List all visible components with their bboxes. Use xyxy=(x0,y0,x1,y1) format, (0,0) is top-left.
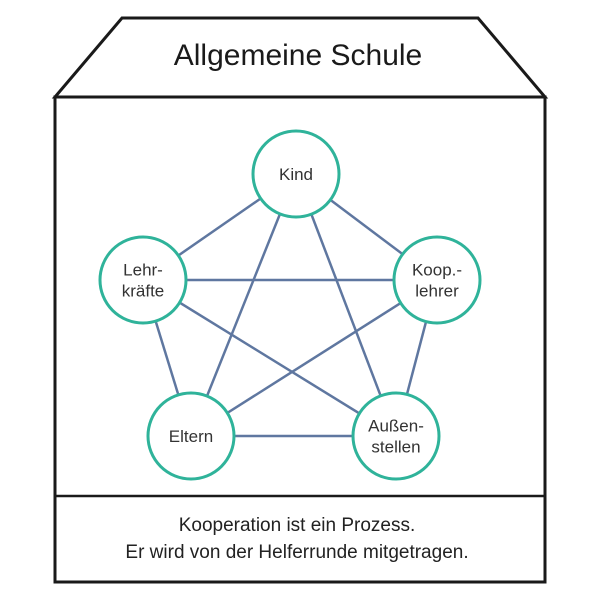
node-label-koop-lehrer-1: lehrer xyxy=(415,282,459,301)
node-kind: Kind xyxy=(251,129,341,219)
node-circle-lehrkraefte xyxy=(98,235,188,325)
node-aussenstellen: Außen-stellen xyxy=(351,391,441,481)
node-koop-lehrer: Koop.- lehrer xyxy=(392,235,482,325)
node-circle-kind xyxy=(251,129,341,219)
node-eltern: Eltern xyxy=(146,391,236,481)
node-label-aussenstellen-1: stellen xyxy=(371,438,420,457)
node-circle-aussenstellen xyxy=(351,391,441,481)
node-label-kind-0: Kind xyxy=(279,165,313,184)
node-label-lehrkraefte-0: Lehr- xyxy=(123,261,163,280)
node-label-aussenstellen-0: Außen- xyxy=(368,417,424,436)
node-label-lehrkraefte-1: kräfte xyxy=(122,282,165,301)
node-label-eltern-0: Eltern xyxy=(169,427,213,446)
diagram-title: Allgemeine Schule xyxy=(174,39,422,72)
node-lehrkraefte: Lehr-kräfte xyxy=(98,235,188,325)
node-label-koop-lehrer-0: Koop.- xyxy=(412,261,462,280)
edge-kind-aussenstellen xyxy=(294,173,398,437)
node-circle-eltern xyxy=(146,391,236,481)
footer-line-2: Er wird von der Helferrunde mitgetragen. xyxy=(125,542,468,563)
edge-koop-lehrer-eltern xyxy=(190,278,438,438)
footer-line-1: Kooperation ist ein Prozess. xyxy=(179,515,416,536)
node-circle-koop-lehrer xyxy=(392,235,482,325)
edge-aussenstellen-lehrkraefte xyxy=(142,278,397,438)
edge-kind-eltern xyxy=(189,173,298,437)
